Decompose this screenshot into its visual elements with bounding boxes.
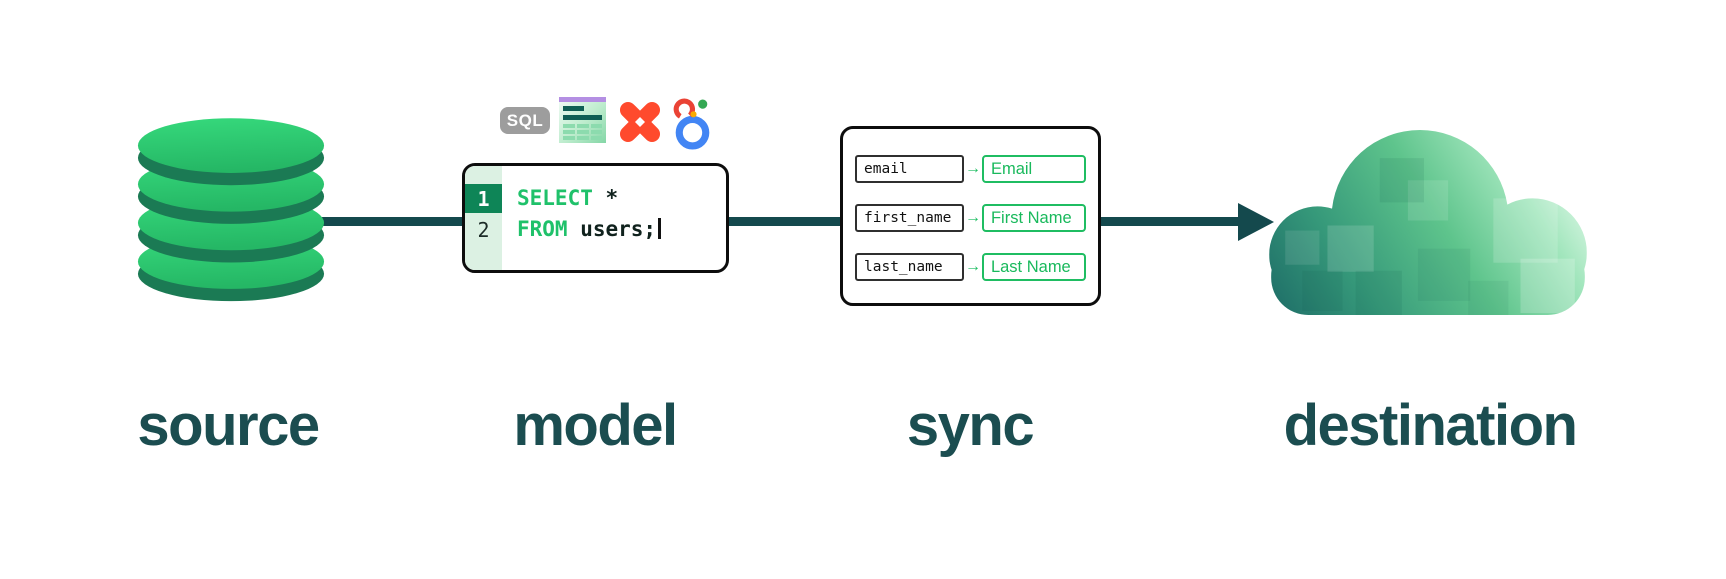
line-number: 1 <box>465 184 502 213</box>
mapping-arrow-icon: → <box>964 258 981 275</box>
sql-text: users; <box>567 217 657 241</box>
flow-connector-sync-destination <box>1098 217 1240 226</box>
mapping-arrow-icon: → <box>964 209 981 226</box>
mapping-arrow-icon: → <box>964 160 981 177</box>
text-cursor <box>658 218 662 239</box>
sql-code-block: 1 2 SELECT * FROM users; <box>462 163 729 273</box>
sql-keyword: FROM <box>517 217 568 241</box>
destination-field-box: Last Name <box>981 253 1086 281</box>
line-number: 2 <box>477 217 490 242</box>
sql-badge-icon: SQL <box>500 107 550 134</box>
mapping-row: email → Email <box>843 155 1098 183</box>
sql-keyword: SELECT <box>517 186 593 210</box>
code-gutter <box>465 166 502 270</box>
flow-connector-model-sync <box>726 217 842 226</box>
flow-connector-source-model <box>320 217 464 226</box>
dbt-icon <box>619 101 661 143</box>
sync-mapping-box: email → Email first_name → First Name la… <box>840 126 1101 306</box>
code-line: SELECT * <box>517 184 618 213</box>
source-field-box: last_name <box>855 253 964 281</box>
model-label: model <box>513 393 678 458</box>
mapping-row: last_name → Last Name <box>843 253 1098 281</box>
sync-label: sync <box>906 393 1035 458</box>
cloud-icon <box>1269 130 1587 315</box>
database-icon <box>137 118 325 302</box>
mapping-row: first_name → First Name <box>843 204 1098 232</box>
destination-field-box: Email <box>981 155 1086 183</box>
code-line: FROM users; <box>517 215 662 244</box>
source-field-box: email <box>855 155 964 183</box>
source-label: source <box>137 393 320 458</box>
flow-arrowhead-icon <box>1238 203 1274 241</box>
source-field-box: first_name <box>855 204 964 232</box>
spreadsheet-icon <box>559 97 606 143</box>
destination-label: destination <box>1283 393 1578 458</box>
sql-text: * <box>592 186 619 210</box>
destination-field-box: First Name <box>981 204 1086 232</box>
looker-icon <box>673 98 710 150</box>
